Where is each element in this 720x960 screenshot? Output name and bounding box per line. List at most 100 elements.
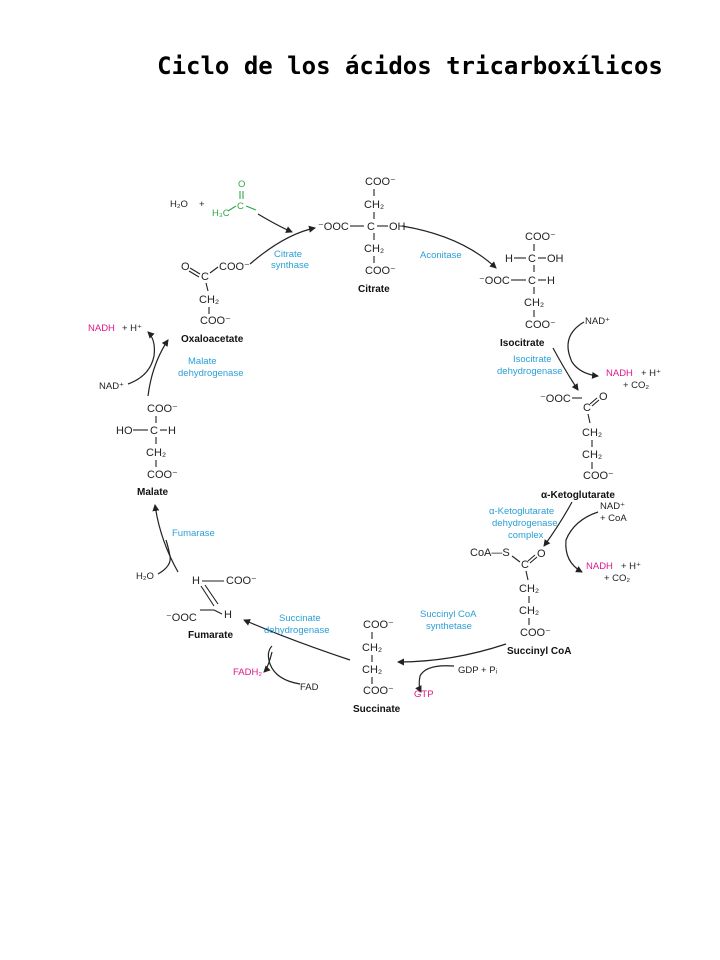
isocitrate-carbon-1: C (528, 253, 536, 265)
succinylcoa-ch2-1: CH₂ (519, 583, 539, 595)
bond (589, 397, 598, 405)
malate-hydrogen: H (168, 425, 176, 437)
oxaloacetate-molecule: O C COO⁻ CH₂ COO⁻ Oxaloacetate (181, 261, 250, 345)
fumarase-arrow (152, 504, 179, 573)
bond (189, 267, 201, 275)
malate-name: Malate (137, 487, 169, 498)
succinylcoa-bottom-group: COO⁻ (520, 627, 551, 639)
bond (511, 555, 521, 563)
bond (213, 609, 223, 615)
bond (209, 266, 219, 274)
citrate-synthase-arrow (249, 225, 316, 265)
acetyl-oxygen: O (238, 179, 245, 190)
akg-bottom-group: COO⁻ (583, 470, 614, 482)
nadh-output-3: NADH (88, 323, 115, 334)
malate-hydroxyl: HO (116, 425, 133, 437)
isocitrate-bottom-group: COO⁻ (525, 319, 556, 331)
succinyl-coa-synthetase-arrow (397, 643, 507, 666)
malate-carbon: C (150, 425, 158, 437)
oxaloacetate-carboxylate-1: COO⁻ (219, 261, 250, 273)
akg-ch2-1: CH₂ (582, 427, 602, 439)
fumarate-hydrogen-2: H (224, 609, 232, 621)
gdp-phosphorylation-arrow (415, 665, 455, 693)
fad-input: FAD (300, 682, 319, 693)
nad-input-1: NAD⁺ (585, 316, 610, 327)
water-label: H₂O (170, 199, 188, 210)
akg-dehydrogenase-label-3: complex (508, 530, 544, 541)
akg-dehydrogenase-label: α-Ketoglutarate (489, 506, 554, 517)
malate-bottom-group: COO⁻ (147, 469, 178, 481)
aconitase-arrow (401, 225, 497, 269)
citrate-molecule: COO⁻ CH₂ ⁻OOC C OH CH₂ COO⁻ Citrate (318, 176, 406, 295)
isocitrate-molecule: COO⁻ H C OH ⁻OOC C H CH₂ COO⁻ Isocitrate (479, 231, 564, 349)
oxaloacetate-oxygen: O (181, 261, 190, 273)
akg-ch2-2: CH₂ (582, 449, 602, 461)
acetyl-coa-bond (245, 205, 257, 211)
isocitrate-left-group: ⁻OOC (479, 275, 510, 287)
succinate-dehydrogenase-label: Succinate (279, 613, 321, 624)
acetyl-bond (227, 205, 237, 212)
succinylcoa-name: Succinyl CoA (507, 646, 571, 657)
nad-reduction-arrow-3 (127, 331, 155, 385)
double-bond-2 (204, 584, 219, 605)
succinyl-coa-synthetase-label-2: synthetase (426, 621, 472, 632)
isocitrate-hydroxyl: OH (547, 253, 564, 265)
succinylcoa-carbonyl: C (521, 559, 529, 571)
succinyl-coa-molecule: CoA—S C O CH₂ CH₂ COO⁻ Succinyl CoA (470, 547, 571, 657)
akg-dehydrogenase-label-2: dehydrogenase (492, 518, 558, 529)
succinate-name: Succinate (353, 704, 401, 715)
bond (525, 570, 529, 581)
acetyl-methyl: H₃C (212, 208, 230, 219)
succinate-ch2-1: CH₂ (362, 642, 382, 654)
citrate-name: Citrate (358, 284, 390, 295)
malate-top-group: COO⁻ (147, 403, 178, 415)
succinylcoa-ch2-2: CH₂ (519, 605, 539, 617)
water-input: H₂O (136, 571, 154, 582)
isocitrate-dehydrogenase-arrow (552, 347, 579, 391)
succinyl-coa-synthetase-label: Succinyl CoA (420, 609, 477, 620)
proton-output-1: + H⁺ (641, 368, 661, 379)
gdp-input: GDP + Pᵢ (458, 665, 498, 676)
bond (527, 554, 536, 562)
aconitase-label: Aconitase (420, 250, 462, 261)
nadh-output-2: NADH (586, 561, 613, 572)
fumarase-label: Fumarase (172, 528, 215, 539)
fumarate-name: Fumarate (188, 630, 233, 641)
fumarate-carboxylate-1: COO⁻ (226, 575, 257, 587)
proton-output-2: + H⁺ (621, 561, 641, 572)
double-bond (200, 585, 215, 607)
isocitrate-hydrogen: H (505, 253, 513, 265)
malate-dehydrogenase-arrow (147, 339, 169, 397)
plus-sign: + (199, 199, 205, 210)
akg-name: α-Ketoglutarate (541, 490, 615, 501)
citrate-synthase-label-2: synthase (271, 260, 309, 271)
bond (188, 270, 200, 278)
fumarate-hydrogen-1: H (192, 575, 200, 587)
fadh2-arrow (263, 651, 273, 673)
isocitrate-ch2: CH₂ (524, 297, 544, 309)
oxaloacetate-ch2: CH₂ (199, 294, 219, 306)
isocitrate-dehydrogenase-label-2: dehydrogenase (497, 366, 563, 377)
acetyl-entry-arrow (257, 213, 293, 233)
fad-curve (267, 645, 301, 685)
citrate-hydroxyl: OH (389, 221, 406, 233)
isocitrate-name: Isocitrate (500, 338, 545, 349)
oxaloacetate-name: Oxaloacetate (181, 334, 244, 345)
citrate-ch2-top: CH₂ (364, 199, 384, 211)
gtp-output: GTP (414, 689, 434, 700)
coa-input: + CoA (600, 513, 627, 524)
nadh-output-1: NADH (606, 368, 633, 379)
malate-dehydrogenase-label: Malate (188, 356, 217, 367)
proton-output-3: + H⁺ (122, 323, 142, 334)
succinylcoa-oxygen: O (537, 548, 546, 560)
citrate-ch2-bottom: CH₂ (364, 243, 384, 255)
bond (205, 282, 209, 292)
bond (587, 413, 591, 424)
citrate-central-carbon: C (367, 221, 375, 233)
citrate-bottom-group: COO⁻ (365, 265, 396, 277)
co2-output-1: + CO₂ (623, 380, 649, 391)
acetyl-carbon: C (237, 201, 244, 212)
succinate-dehydrogenase-label-2: dehydrogenase (264, 625, 330, 636)
succinate-bottom-group: COO⁻ (363, 685, 394, 697)
